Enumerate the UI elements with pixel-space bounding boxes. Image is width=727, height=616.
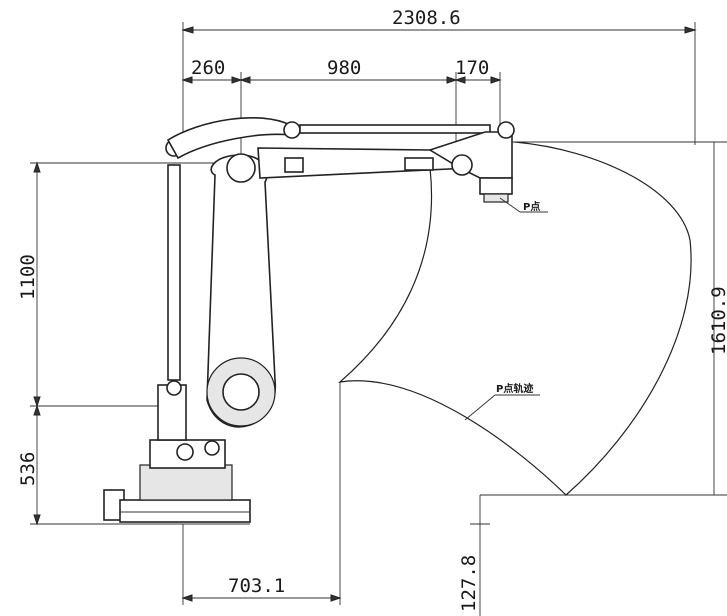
robot-base	[103, 439, 251, 523]
height-right-label: 1610.9	[708, 286, 727, 355]
robot-top-link	[166, 116, 491, 160]
robot-link-column	[157, 139, 187, 441]
robot-wrist	[428, 121, 515, 203]
overall-reach-label: 2308.6	[392, 7, 461, 29]
lower-offset-label: 127.8	[458, 555, 480, 612]
p-point-label: P点	[523, 200, 540, 213]
robot-forearm	[257, 147, 471, 179]
p-trajectory-label: P点轨迹	[496, 382, 533, 395]
height-upper-label: 1100	[17, 254, 39, 300]
height-lower-label: 536	[17, 452, 39, 486]
dimension-labels: 2308.6 260 980 170 703.1 1100 536 1610.9…	[17, 7, 727, 612]
dimension-lines	[30, 22, 727, 616]
upper-arm-label: 980	[327, 57, 361, 79]
offset-right-label: 170	[455, 57, 489, 79]
robot-main-arm	[206, 153, 276, 428]
annotation-labels: P点 P点轨迹	[496, 197, 548, 395]
offset-left-label: 260	[191, 57, 225, 79]
base-reach-label: 703.1	[228, 575, 285, 597]
p-point-trajectory	[338, 141, 692, 496]
